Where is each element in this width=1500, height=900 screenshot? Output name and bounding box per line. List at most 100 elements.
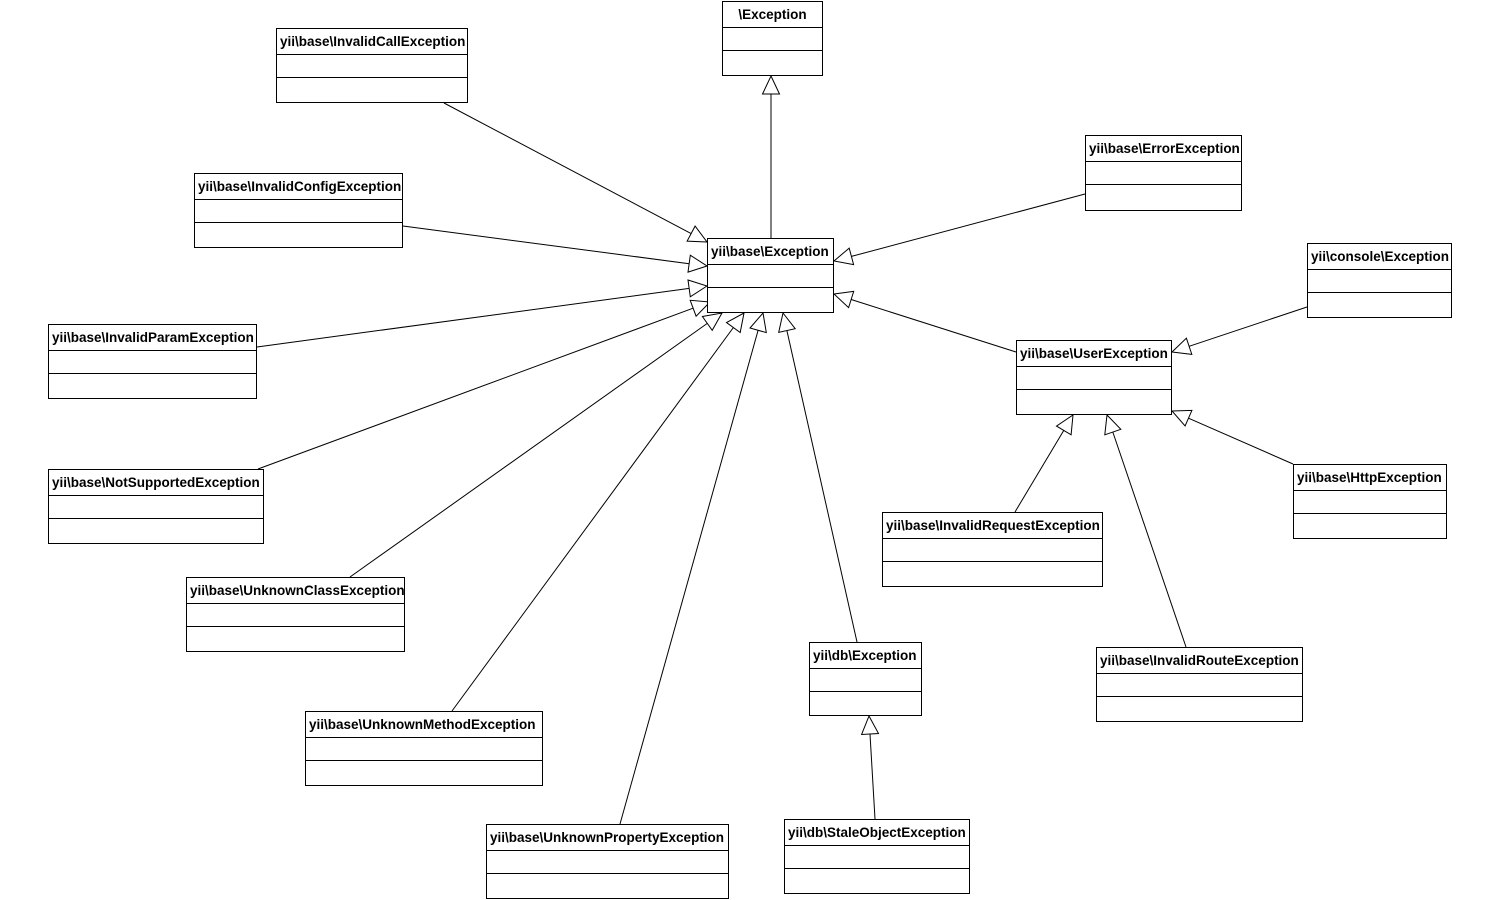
edge-line — [402, 225, 690, 265]
class-box[interactable]: yii\db\Exception — [809, 642, 922, 716]
class-box[interactable]: yii\base\InvalidRouteException — [1096, 647, 1303, 722]
class-operations — [49, 374, 256, 397]
class-attributes — [1097, 674, 1302, 697]
generalization-arrowhead-icon — [687, 279, 709, 298]
edge-line — [851, 299, 1017, 353]
class-name: yii\console\Exception — [1308, 244, 1451, 270]
class-name: yii\base\InvalidRouteException — [1097, 648, 1302, 674]
class-box[interactable]: yii\base\UserException — [1016, 340, 1172, 415]
generalization-invalid-config-to-base-exception — [402, 225, 709, 273]
edge-line — [619, 330, 759, 825]
class-attributes — [810, 669, 921, 692]
edge-line — [1014, 430, 1065, 513]
class-box[interactable]: \Exception — [722, 1, 823, 76]
class-name: yii\base\UserException — [1017, 341, 1171, 367]
class-operations — [1308, 293, 1451, 316]
generalization-arrowhead-icon — [778, 311, 797, 334]
generalization-arrowhead-icon — [725, 312, 745, 334]
class-attributes — [1294, 491, 1446, 514]
class-operations — [1086, 185, 1241, 208]
edge-line — [851, 193, 1086, 257]
generalization-arrowhead-icon — [832, 290, 855, 309]
generalization-http-exception-to-user-exception — [1170, 409, 1294, 465]
class-box[interactable]: yii\base\UnknownPropertyException — [486, 824, 729, 899]
class-operations — [277, 78, 467, 101]
generalization-arrowhead-icon — [1170, 337, 1193, 355]
class-box[interactable]: yii\base\InvalidConfigException — [194, 173, 403, 248]
class-attributes — [306, 738, 542, 761]
class-box[interactable]: yii\db\StaleObjectException — [784, 819, 970, 894]
class-attributes — [487, 851, 728, 874]
class-operations — [306, 761, 542, 784]
class-attributes — [883, 539, 1102, 562]
class-name: yii\base\ErrorException — [1086, 136, 1241, 162]
class-name: yii\base\Exception — [708, 239, 833, 265]
class-operations — [195, 223, 402, 246]
generalization-arrowhead-icon — [687, 254, 709, 273]
class-box[interactable]: yii\base\InvalidCallException — [276, 28, 468, 103]
class-attributes — [49, 351, 256, 374]
generalization-base-exception-to-exception — [761, 74, 781, 238]
class-box[interactable]: yii\base\UnknownMethodException — [305, 711, 543, 786]
generalization-arrowhead-icon — [832, 247, 855, 266]
class-operations — [1097, 697, 1302, 720]
class-attributes — [195, 200, 402, 223]
generalization-not-supported-to-base-exception — [257, 299, 712, 470]
class-name: yii\base\InvalidParamException — [49, 325, 256, 351]
edge-line — [1188, 417, 1294, 465]
class-box[interactable]: yii\base\ErrorException — [1085, 135, 1242, 211]
edge-line — [257, 307, 694, 470]
class-attributes — [1017, 367, 1171, 390]
class-attributes — [1086, 162, 1241, 185]
generalization-arrowhead-icon — [860, 714, 880, 736]
generalization-arrowhead-icon — [701, 312, 723, 332]
class-box[interactable]: yii\base\NotSupportedException — [48, 469, 264, 544]
class-attributes — [1308, 270, 1451, 293]
generalization-user-exception-to-base-exception — [832, 290, 1017, 353]
class-box[interactable]: yii\console\Exception — [1307, 243, 1452, 318]
class-attributes — [708, 265, 833, 288]
generalization-error-to-base-exception — [832, 193, 1086, 266]
generalization-arrowhead-icon — [749, 311, 767, 334]
class-name: yii\base\HttpException — [1294, 465, 1446, 491]
class-box[interactable]: yii\base\UnknownClassException — [186, 577, 405, 652]
generalization-db-exception-to-base-exception — [778, 311, 858, 643]
generalization-arrowhead-icon — [1055, 413, 1074, 436]
generalization-invalid-call-to-base-exception — [443, 102, 709, 243]
class-operations — [1294, 514, 1446, 537]
edge-line — [1112, 431, 1187, 648]
class-box[interactable]: yii\base\HttpException — [1293, 464, 1447, 539]
class-name: yii\base\UnknownMethodException — [306, 712, 542, 738]
class-name: yii\base\UnknownClassException — [187, 578, 404, 604]
generalization-arrowhead-icon — [686, 225, 709, 243]
class-operations — [785, 869, 969, 892]
edge-line — [443, 102, 692, 235]
class-name: yii\db\Exception — [810, 643, 921, 669]
class-box[interactable]: yii\base\InvalidParamException — [48, 324, 257, 399]
class-name: yii\db\StaleObjectException — [785, 820, 969, 846]
generalization-invalid-request-to-user-exception — [1014, 413, 1074, 513]
generalization-arrowhead-icon — [689, 299, 712, 318]
edge-line — [786, 330, 858, 643]
class-attributes — [49, 496, 263, 519]
class-name: \Exception — [723, 2, 822, 28]
class-attributes — [723, 28, 822, 51]
generalization-arrowhead-icon — [1170, 409, 1193, 427]
edge-line — [451, 327, 734, 712]
generalization-arrowhead-icon — [761, 74, 781, 95]
generalization-stale-object-to-db-exception — [860, 714, 880, 820]
class-attributes — [785, 846, 969, 869]
edge-line — [869, 733, 876, 820]
generalization-unknown-class-to-base-exception — [349, 312, 723, 578]
class-name: yii\base\UnknownPropertyException — [487, 825, 728, 851]
class-box[interactable]: yii\base\Exception — [707, 238, 834, 313]
class-operations — [723, 51, 822, 74]
class-operations — [708, 288, 833, 311]
class-name: yii\base\InvalidConfigException — [195, 174, 402, 200]
class-box[interactable]: yii\base\InvalidRequestException — [882, 512, 1103, 587]
class-operations — [187, 627, 404, 650]
class-name: yii\base\NotSupportedException — [49, 470, 263, 496]
generalization-unknown-method-to-base-exception — [451, 312, 745, 712]
